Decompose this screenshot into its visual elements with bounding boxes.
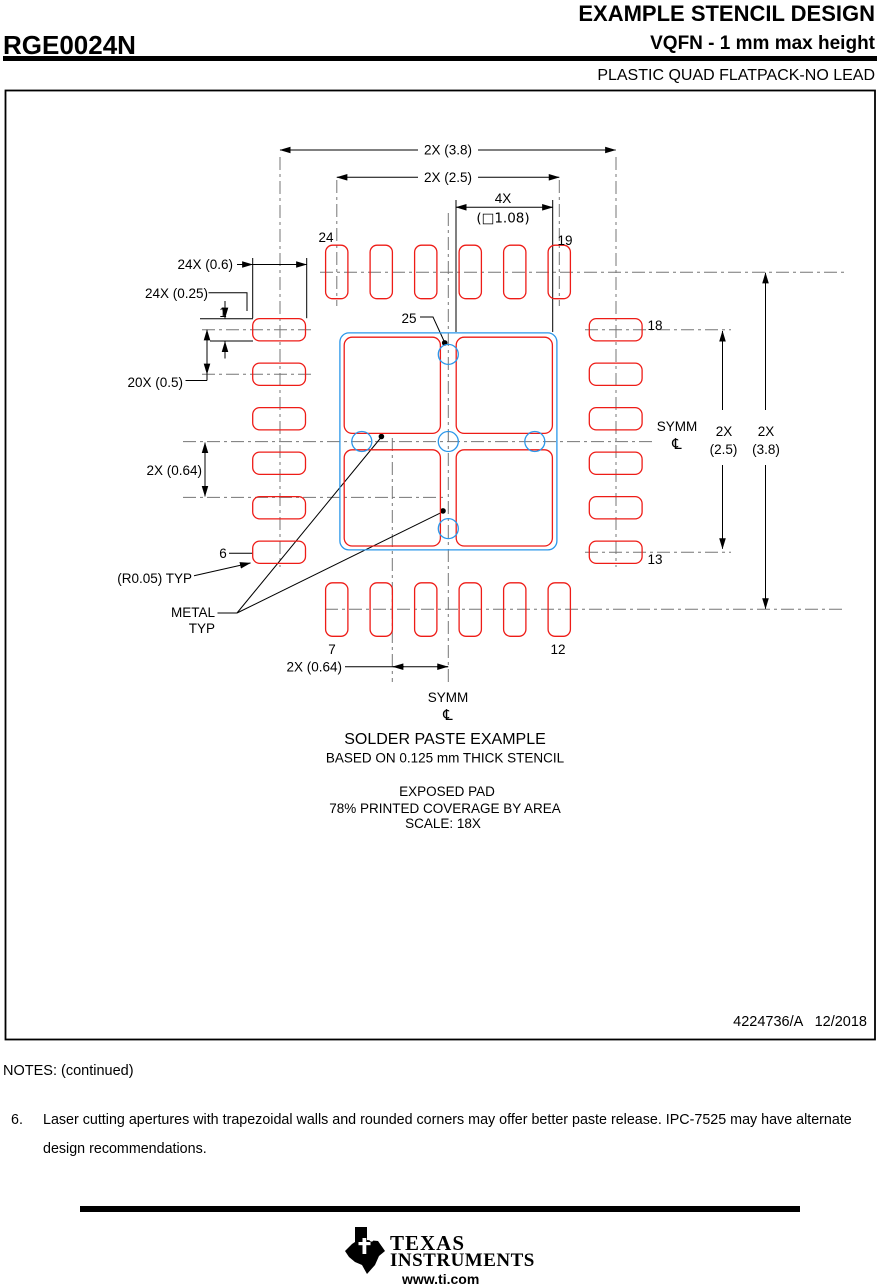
package-type: PLASTIC QUAD FLATPACK-NO LEAD <box>597 67 875 84</box>
radius-typ-label: (R0.05) TYP <box>117 571 192 586</box>
dim-quad-offset-left: 2X (0.64) <box>146 463 202 478</box>
header-rule <box>3 56 877 61</box>
stencil-pad <box>252 451 307 476</box>
caption-scale: SCALE: 18X <box>405 816 481 831</box>
package-height-subtitle: VQFN - 1 mm max height <box>650 33 875 54</box>
stencil-pad <box>547 582 572 637</box>
caption-title: SOLDER PASTE EXAMPLE <box>344 731 546 748</box>
caption-coverage: 78% PRINTED COVERAGE BY AREA <box>329 801 561 816</box>
stencil-pad <box>252 406 307 431</box>
via-circle <box>524 430 546 453</box>
leader-dot <box>440 508 446 514</box>
brand-name-bottom: INSTRUMENTS <box>390 1250 535 1271</box>
stencil-pad <box>547 244 572 300</box>
stencil-pad <box>588 495 643 520</box>
symm-label-bottom: SYMM <box>428 690 469 705</box>
leader-dot <box>378 433 385 440</box>
caption-exposed-pad: EXPOSED PAD <box>399 784 495 799</box>
stencil-drawing: 2X (3.8) 2X (2.5) 4X (□1.08) 24 19 24X (… <box>4 89 876 1041</box>
stencil-pad <box>252 362 307 387</box>
via-circle <box>437 430 459 453</box>
exposed-pad-aperture <box>343 336 442 435</box>
pin-label-19: 19 <box>557 233 572 248</box>
symm-label-right: SYMM <box>657 419 698 434</box>
dim-quad-size: (□1.08) <box>476 211 529 227</box>
stencil-pad <box>252 495 307 520</box>
stencil-pad <box>413 244 438 300</box>
stencil-pad <box>324 582 349 637</box>
via-circle <box>437 343 459 366</box>
doc-number: 4224736/A 12/2018 <box>733 1014 867 1030</box>
dim-pitch: 20X (0.5) <box>127 375 183 390</box>
ti-letter-stem <box>362 1238 367 1254</box>
stencil-pad <box>588 406 643 431</box>
part-number: RGE0024N <box>3 30 136 60</box>
centerline-symbol-bottom: ℄ <box>442 706 453 724</box>
dim-right-inner-l1: 2X <box>716 424 733 439</box>
leader-dots <box>378 340 448 514</box>
notes-heading: NOTES: (continued) <box>3 1063 134 1079</box>
centerline-symbol-right: ℄ <box>671 435 682 453</box>
stencil-pad <box>588 540 643 565</box>
pin-label-25: 25 <box>401 311 416 326</box>
stencil-pad <box>588 362 643 387</box>
exposed-pad-aperture <box>455 449 554 547</box>
stencil-pad <box>502 582 527 637</box>
website-url: www.ti.com <box>402 1271 480 1287</box>
page-title: EXAMPLE STENCIL DESIGN <box>578 1 875 26</box>
pin-label-18: 18 <box>647 318 662 333</box>
dim-right-outer-l1: 2X <box>758 424 775 439</box>
stencil-pad <box>369 582 394 637</box>
via-circle <box>351 430 373 453</box>
dim-quad-offset-bottom: 2X (0.64) <box>286 660 342 675</box>
dimension-lines <box>185 146 769 671</box>
stencil-pad <box>413 582 438 637</box>
exposed-pad-aperture <box>455 336 554 435</box>
exposed-pad-aperture <box>343 449 442 547</box>
metal-label-line2: TYP <box>189 621 215 636</box>
dim-pad-width: 24X (0.25) <box>145 286 208 301</box>
dim-right-outer-l2: (3.8) <box>752 442 780 457</box>
stencil-pad <box>502 244 527 300</box>
note-item-text-line1: Laser cutting apertures with trapezoidal… <box>43 1112 852 1128</box>
pin-label-24: 24 <box>318 230 334 245</box>
leader-lines <box>193 316 445 614</box>
pin-label-6: 6 <box>219 546 227 561</box>
brand-name-top: TEXAS <box>390 1231 466 1255</box>
pin-label-1: 1 <box>219 305 227 320</box>
stencil-pad <box>324 244 349 300</box>
centerlines <box>183 157 845 686</box>
stencil-pad <box>458 244 483 300</box>
note-item-number: 6. <box>11 1112 23 1128</box>
stencil-pad <box>588 451 643 476</box>
pin-label-7: 7 <box>328 642 336 657</box>
figure-border <box>4 89 876 1041</box>
metal-label-line1: METAL <box>171 605 215 620</box>
stencil-pad <box>369 244 394 300</box>
ti-logo-icon <box>345 1227 385 1274</box>
pin-label-13: 13 <box>647 552 662 567</box>
pin-label-12: 12 <box>550 642 565 657</box>
dim-quad-count: 4X <box>495 191 512 206</box>
footer-rule <box>80 1206 800 1212</box>
note-item-text-line2: design recommendations. <box>43 1141 207 1157</box>
dim-top-outer: 2X (3.8) <box>424 143 472 158</box>
dim-right-inner-l2: (2.5) <box>710 442 738 457</box>
stencil-pad <box>252 317 307 342</box>
exposed-pad-outline-group <box>339 332 558 551</box>
caption-stencil: BASED ON 0.125 mm THICK STENCIL <box>326 751 565 766</box>
via-circle <box>437 517 459 540</box>
ti-letter-crossbar <box>358 1242 371 1246</box>
dim-pad-length: 24X (0.6) <box>177 257 233 272</box>
stencil-pad <box>588 317 643 342</box>
dim-top-inner: 2X (2.5) <box>424 170 472 185</box>
stencil-pad <box>252 540 307 565</box>
aperture-pads <box>252 244 643 637</box>
exposed-pad-outline <box>339 332 558 551</box>
ti-letter-dot <box>369 1237 374 1242</box>
stencil-pad <box>458 582 483 637</box>
